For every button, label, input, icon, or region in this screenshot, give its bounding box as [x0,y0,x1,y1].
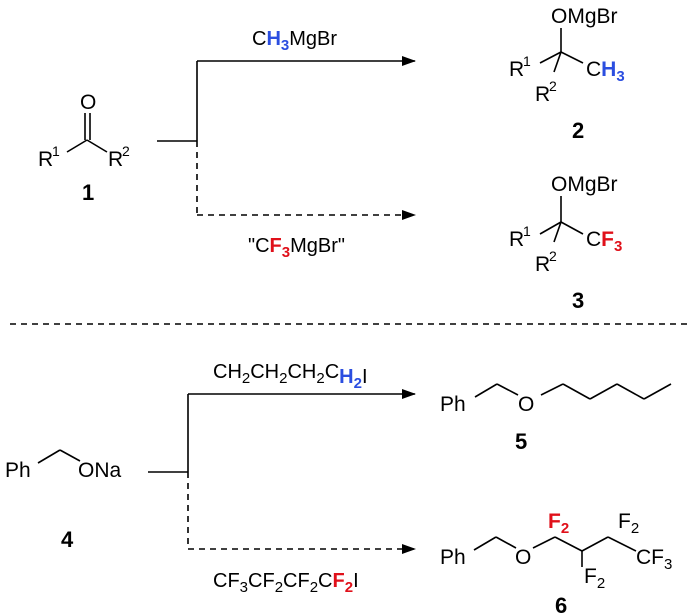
product2-r1-letter: R [509,58,524,81]
compound-number-5: 5 [515,429,527,454]
product6-ph: Ph [440,546,466,569]
reagent-perfluorobutyl-iodide: CF3CF2CF2CF2I [213,570,359,596]
product3-r2-letter: R [535,253,550,276]
product3-bond-c [560,221,584,235]
product6-o: O [515,546,531,569]
alkoxide-bond-b [59,449,81,462]
product-2: OMgBr R 1 R 2 CH3 2 [509,5,625,143]
product5-bond-4 [562,383,591,400]
product-5: Ph O 5 [440,383,672,454]
ketone-r1-sup: 1 [52,143,60,159]
product2-r2-letter: R [535,83,550,106]
product6-bond-1 [473,536,497,551]
reagent-ch3mgbr: CH3MgBr [252,28,337,54]
product3-r1-letter: R [509,228,524,251]
product5-o: O [518,393,534,416]
product3-cf3: CF3 [586,228,622,255]
product5-bond-6 [616,383,645,400]
bond-r2 [86,139,108,153]
compound-number-6: 6 [555,593,567,615]
ketone-1: O R 1 R 2 1 [38,91,130,205]
product2-omgbr: OMgBr [551,5,618,28]
product2-r2-sup: 2 [549,78,557,94]
reagent-butyl-iodide: CH2CH2CH2CH2I [213,361,368,392]
product6-f2-red: F2 [548,510,569,537]
product6-f2-bottom: F2 [584,565,605,592]
product6-bond-4 [554,536,583,552]
product-3: OMgBr R 1 R 2 CF3 3 [509,173,622,313]
alkoxide-ph: Ph [5,459,31,482]
ketone-oxygen: O [80,91,96,114]
compound-number-2: 2 [572,118,584,143]
product2-bond-r2 [553,51,562,73]
compound-number-3: 3 [572,288,584,313]
product5-bond-7 [643,383,672,400]
product2-bond-r1 [539,51,562,64]
alkoxide-bond-a [37,449,61,464]
product5-bond-3 [540,383,564,396]
reagent-cf3mgbr: "CF3MgBr" [248,235,345,261]
product5-ph: Ph [440,393,466,416]
product6-cf3: CF3 [636,546,672,573]
product6-f2-top: F2 [618,510,639,537]
product6-bond-2 [495,536,517,549]
compound-number-1: 1 [82,180,94,205]
product5-bond-1 [474,383,498,398]
ketone-r2-letter: R [108,148,123,171]
product5-bond-2 [496,383,519,396]
product3-bond-r2 [553,221,562,243]
product5-bond-5 [589,383,618,400]
alkoxide-ona: ONa [78,459,122,482]
product3-bond-r1 [539,221,562,235]
product6-bond-6 [607,536,637,552]
ketone-r2-sup: 2 [122,143,130,159]
alkoxide-4: Ph ONa 4 [5,449,122,552]
bond-r1 [66,139,88,153]
product3-r1-sup: 1 [523,223,531,239]
product6-bond-3 [532,536,556,549]
product2-bond-c [560,51,584,64]
ketone-r1-letter: R [38,148,53,171]
product2-r1-sup: 1 [523,53,531,69]
product3-omgbr: OMgBr [551,173,618,196]
product-6: Ph O F2 F2 F2 CF3 6 [440,510,672,615]
product2-ch3: CH3 [586,58,625,85]
product3-r2-sup: 2 [549,248,557,264]
product6-bond-5 [581,536,609,552]
compound-number-4: 4 [61,527,74,552]
